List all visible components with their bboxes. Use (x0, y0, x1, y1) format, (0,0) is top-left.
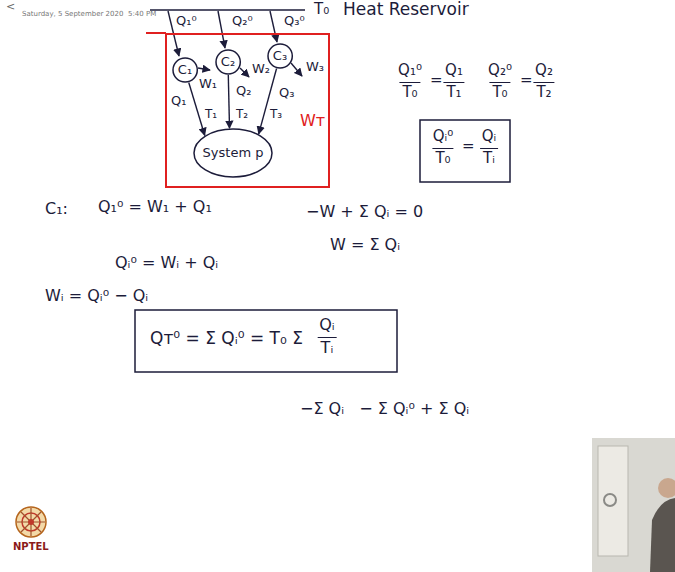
fraction-numerator: Qᵢ⁰ (430, 128, 457, 145)
fraction-numerator: Qᵢ (316, 316, 337, 334)
fraction-denominator: T₁ (443, 82, 464, 101)
fraction-denominator: Tᵢ (480, 148, 498, 167)
work-arrow (198, 68, 210, 70)
logo-spokes (17, 508, 45, 536)
equation: Wᵢ = Qᵢ⁰ − Qᵢ (45, 287, 148, 305)
node-label: System p (203, 146, 264, 161)
heat-label: Q₃⁰ (284, 14, 305, 29)
webcam-frame (592, 438, 675, 572)
heat-arrow (270, 11, 277, 42)
webcam-door (598, 446, 628, 556)
temperature-label: T₁ (205, 108, 217, 122)
webcam-image (592, 438, 675, 572)
equals-sign: = (462, 138, 475, 155)
webcam-person (658, 478, 675, 498)
fraction-denominator: T₀ (399, 82, 420, 101)
work-label: W₂ (252, 62, 270, 77)
work-label: W₁ (199, 77, 217, 92)
webcam-hook (604, 494, 616, 506)
node-outline (173, 58, 197, 82)
reservoir-line (150, 9, 305, 11)
temperature-label: T₂ (236, 108, 248, 122)
equation: W = Σ Qᵢ (330, 236, 400, 254)
system-circle: System p (193, 128, 273, 178)
timestamp: 5:40 PM (128, 10, 156, 18)
carnot-engine: C₂ (215, 49, 241, 75)
equation: Qᵢ⁰ = Wᵢ + Qᵢ (115, 254, 218, 272)
engine-label: C₁: (45, 200, 68, 218)
fraction-denominator: T₀ (432, 148, 453, 167)
fraction-numerator: Q₂⁰ (485, 62, 515, 79)
node-outline (216, 50, 240, 74)
fraction-numerator: Qᵢ (479, 128, 500, 145)
fraction-denominator: T₂ (533, 82, 554, 101)
logo-ring (16, 507, 46, 537)
reservoir-label: Heat Reservoir (343, 0, 469, 20)
fraction-denominator: Tᵢ (318, 337, 337, 357)
carnot-engine: C₁ (172, 57, 198, 83)
heat-flow-arrow (259, 69, 277, 134)
timestamp: Saturday, 5 September 2020 (22, 10, 123, 18)
work-arrow (240, 68, 249, 77)
boundary-line (146, 32, 166, 34)
fraction-numerator: Q₁ (442, 62, 466, 79)
node-label: C₂ (221, 55, 235, 70)
work-arrow (291, 63, 302, 76)
webcam-person (650, 498, 675, 572)
fraction-denominator: T₀ (489, 82, 510, 101)
node-outline (268, 44, 292, 68)
temperature-label: T₀ (314, 1, 329, 18)
carnot-engine: C₃ (267, 43, 293, 69)
node-outline (194, 129, 272, 177)
heat-label: Q₃ (279, 86, 294, 101)
temperature-label: T₃ (270, 108, 282, 122)
heat-arrow (218, 11, 225, 48)
logo-center (28, 519, 34, 525)
heat-label: Q₁⁰ (176, 14, 197, 29)
equals-sign: = (520, 72, 533, 89)
logo-text: NPTEL (13, 541, 49, 553)
fraction-numerator: Q₁⁰ (395, 62, 425, 79)
equation: Q₁⁰ = W₁ + Q₁ (98, 198, 212, 216)
heat-label: Q₁ (171, 94, 186, 109)
heat-label: Q₂⁰ (232, 14, 253, 29)
node-label: C₃ (273, 49, 287, 64)
equation: −Σ Qᵢ − Σ Qᵢ⁰ + Σ Qᵢ (300, 400, 469, 418)
region-label: Wᴛ (300, 112, 325, 130)
equation: −W + Σ Qᵢ = 0 (306, 203, 423, 221)
heat-label: Q₂ (236, 84, 251, 99)
node-label: C₁ (178, 63, 192, 78)
nav-arrow: < (6, 1, 15, 14)
heat-flow-arrow (228, 75, 229, 128)
nptel-logo (16, 507, 46, 537)
equation: Qᴛ⁰ = Σ Qᵢ⁰ = T₀ Σ (150, 329, 303, 349)
equals-sign: = (430, 72, 443, 89)
result-box (135, 310, 397, 372)
fraction-numerator: Q₂ (532, 62, 556, 79)
work-label: W₃ (306, 60, 324, 75)
result-box (420, 120, 510, 182)
